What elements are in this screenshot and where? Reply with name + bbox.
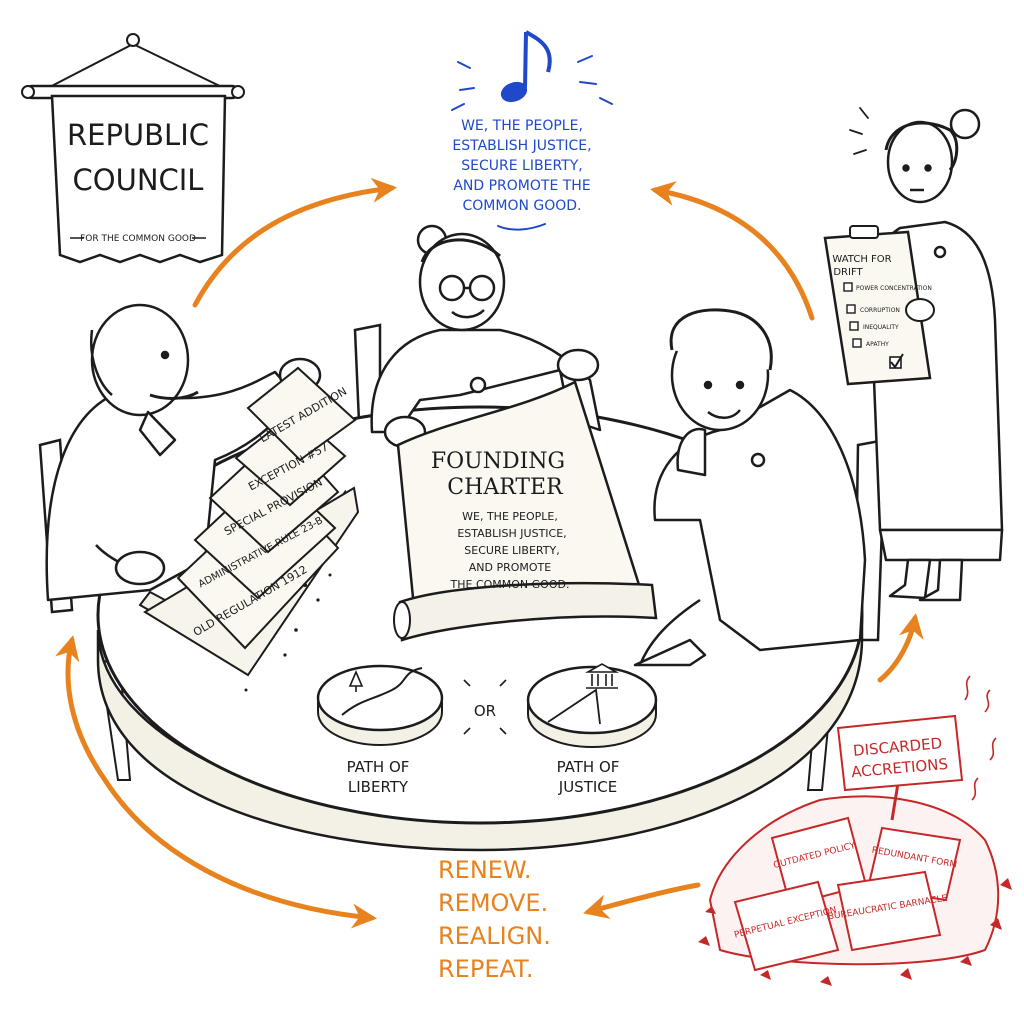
music-note-icon <box>500 30 552 103</box>
founding-charter-scroll: Founding Charter We, the People, establi… <box>393 380 658 642</box>
svg-text:Apathy: Apathy <box>866 341 889 348</box>
banner-title-line1: Republic <box>67 118 209 152</box>
or-label: or <box>463 679 507 735</box>
arrow-right-up <box>877 613 924 683</box>
checkbox-icon <box>852 338 862 348</box>
checklist-item: Corruption <box>846 304 900 314</box>
anthem-line: and promote the <box>453 178 590 194</box>
courthouse-icon <box>584 663 620 689</box>
checkbox-icon <box>843 282 853 292</box>
svg-text:or: or <box>474 702 496 720</box>
tree-icon <box>348 669 364 692</box>
anthem-text: We, the People, establish justice, secur… <box>451 30 613 231</box>
charter-title-line2: Charter <box>447 475 564 500</box>
arrow-top-left <box>192 177 397 308</box>
path-liberty-line1: Path of <box>347 758 410 776</box>
checklist-item: Apathy <box>852 338 889 348</box>
discarded-paper <box>733 880 840 972</box>
checklist-item: Inequality <box>849 321 899 331</box>
crumbs <box>244 573 332 692</box>
paper-sheet <box>246 366 357 462</box>
charter-line: secure liberty, <box>464 544 559 557</box>
scribbles <box>964 675 997 801</box>
motto-line-remove: Remove. <box>438 889 548 917</box>
motto-line-realign: Realign. <box>438 922 551 950</box>
banner-title-line2: Council <box>73 163 204 197</box>
woman-with-glasses-figure <box>370 224 602 449</box>
svg-text:Power concentration: Power concentration <box>856 285 932 292</box>
svg-text:Corruption: Corruption <box>860 307 900 314</box>
path-justice-line2: Justice <box>558 778 617 796</box>
checklist-item: Power concentration <box>843 282 932 292</box>
banner-subtitle: For the Common Good <box>80 234 196 244</box>
republic-council-banner: Republic Council For the Common Good <box>21 33 245 264</box>
arrow-top-right <box>650 181 815 321</box>
arrow-left-loop <box>55 635 377 929</box>
shreds <box>698 878 1012 986</box>
discarded-accretions-pile: Discarded Accretions Outdated Policy Red… <box>698 675 1012 986</box>
path-justice-line1: Path of <box>557 758 620 776</box>
motto: Renew. Remove. Realign. Repeat. <box>438 856 551 983</box>
charter-line: the common good. <box>450 578 570 591</box>
arrow-bottom-right <box>583 882 701 919</box>
discard-sign <box>836 714 964 792</box>
charter-title-line1: Founding <box>431 449 565 474</box>
checkbox-icon <box>846 304 856 314</box>
charter-line: We, the People, <box>462 510 558 523</box>
clipboard-title-line1: Watch for <box>832 254 891 265</box>
path-of-liberty-disc: Path of Liberty <box>316 664 444 796</box>
clipboard-title-line2: drift <box>833 267 863 278</box>
path-liberty-line2: Liberty <box>348 778 409 796</box>
checked-box-icon <box>889 353 904 369</box>
checkbox-icon <box>849 321 859 331</box>
sound-lines <box>451 55 613 231</box>
anthem-line: common good. <box>462 198 581 214</box>
cycle-arrows <box>55 177 924 929</box>
svg-text:Inequality: Inequality <box>863 324 899 331</box>
drift-checklist-clipboard: Watch for drift Power concentration Corr… <box>823 225 935 386</box>
motto-line-repeat: Repeat. <box>438 955 533 983</box>
anthem-line: secure liberty, <box>461 158 582 174</box>
anthem-line: We, the People, <box>461 118 583 134</box>
hanging-nail-icon <box>126 33 140 47</box>
discarded-paper <box>836 870 942 952</box>
anthem-line: establish justice, <box>452 138 591 154</box>
thinking-man-figure <box>633 308 867 667</box>
path-of-justice-disc: Path of Justice <box>526 663 658 796</box>
bald-man-figure <box>45 303 322 602</box>
regulation-paper-stack: Latest Addition Exception #57 Special Pr… <box>138 366 360 692</box>
motto-line-renew: Renew. <box>438 856 532 884</box>
charter-line: and promote <box>469 561 552 574</box>
charter-line: establish justice, <box>457 527 566 540</box>
